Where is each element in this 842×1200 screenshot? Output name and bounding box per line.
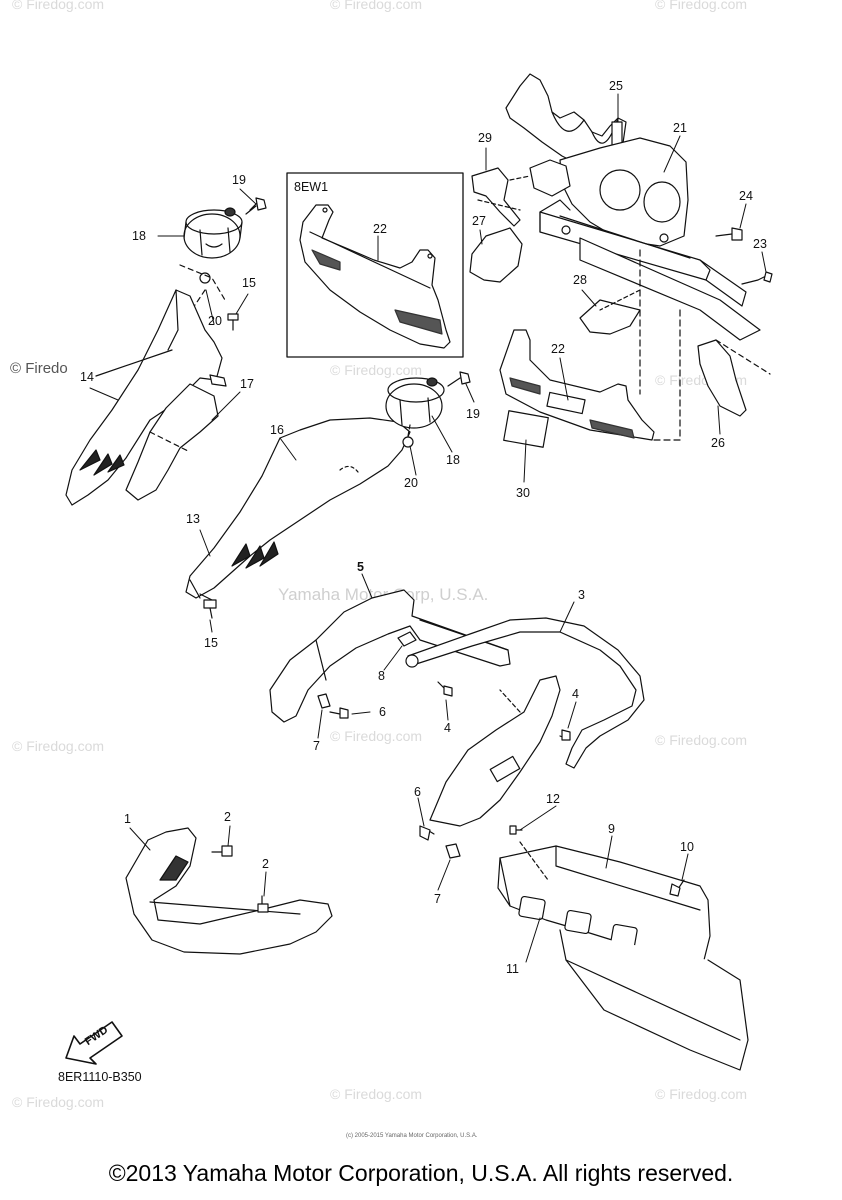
callout-22: 22 [551,342,565,356]
callout-5: 5 [357,560,364,574]
part-20-upper [199,272,211,284]
callout-28: 28 [573,273,587,287]
watermark: © Firedog.com [655,732,748,748]
callout-7: 7 [434,892,441,906]
callout-15: 15 [242,276,256,290]
inset-label: 8EW1 [294,180,329,194]
callout-13: 13 [186,512,200,526]
callout-24: 24 [739,189,753,203]
leader-lines [89,93,767,963]
inset-box [286,172,464,358]
fwd-arrow-icon [65,1021,123,1065]
callout-2: 2 [224,810,231,824]
callout-9: 9 [608,822,615,836]
part-27 [469,227,523,283]
part-22-inset [299,204,451,349]
watermark: © Firedog.com [330,1086,423,1102]
callout-16: 16 [270,423,284,437]
callout-29: 29 [478,131,492,145]
callout-27: 27 [472,214,486,228]
part-bracket-right [429,675,561,827]
part-19-upper [245,197,267,215]
callout-19: 19 [466,407,480,421]
part-14 [65,289,227,506]
callout-10: 10 [680,840,694,854]
callout-15: 15 [204,636,218,650]
part-19-lower [447,371,471,387]
callout-8: 8 [378,669,385,683]
part-15-upper [227,313,239,331]
callout-18: 18 [132,229,146,243]
diagram-code: 8ER1110-B350 [58,1070,142,1084]
callout-30: 30 [516,486,530,500]
part-17 [125,383,219,501]
watermark: © Firedog.com [12,1094,105,1110]
part-4-lower [559,729,571,741]
callout-6: 6 [379,705,386,719]
callout-3: 3 [578,588,585,602]
callout-17: 17 [240,377,254,391]
callout-26: 26 [711,436,725,450]
callout-1: 1 [124,812,131,826]
part-6-lower [419,825,435,841]
part-26 [697,339,771,417]
part-9-11 [497,841,749,1071]
callout-14: 14 [80,370,94,384]
part-2-lower [257,895,269,913]
callout-20: 20 [208,314,222,328]
part-15-lower [203,599,217,619]
part-2-upper [211,845,233,857]
callout-21: 21 [673,121,687,135]
part-20-lower [402,436,414,448]
part-30 [503,410,549,448]
watermark: © Firedog.com [330,728,423,744]
watermark: © Firedo [10,360,68,377]
part-29 [471,159,571,227]
part-7-lower [445,843,461,859]
callout-18: 18 [446,453,460,467]
callout-22: 22 [373,222,387,236]
part-16 [185,417,411,601]
part-5 [269,589,511,723]
watermark: © Firedog.com [330,362,423,378]
fine-print: (c) 2005-2015 Yamaha Motor Corporation, … [346,1133,478,1139]
callout-6: 6 [414,785,421,799]
watermark: © Firedog.com [12,738,105,754]
part-4-upper [437,681,453,697]
part-3 [405,617,645,769]
part-28 [579,299,641,335]
part-8 [397,631,417,647]
part-23 [741,271,773,285]
watermark: Yamaha Motor Corp, U.S.A. [278,585,489,604]
callout-7: 7 [313,739,320,753]
callout-4: 4 [572,687,579,701]
callout-11: 11 [506,962,519,976]
copyright-text: ©2013 Yamaha Motor Corporation, U.S.A. A… [108,1160,734,1186]
callout-19: 19 [232,173,246,187]
callout-4: 4 [444,721,451,735]
part-18-lower [385,377,445,429]
part-21 [539,137,761,341]
part-6-upper [329,707,349,719]
callout-20: 20 [404,476,418,490]
watermark: © Firedog.com [655,0,748,12]
watermark: © Firedog.com [12,0,105,12]
part-12 [509,825,523,835]
callout-12: 12 [546,792,560,806]
part-24 [715,227,743,241]
callout-23: 23 [753,237,767,251]
callout-2: 2 [262,857,269,871]
part-10 [669,879,685,897]
part-7-upper [317,693,331,709]
watermark: © Firedog.com [655,1086,748,1102]
part-18-upper [183,207,243,259]
watermark: © Firedog.com [330,0,423,12]
callout-25: 25 [609,79,623,93]
